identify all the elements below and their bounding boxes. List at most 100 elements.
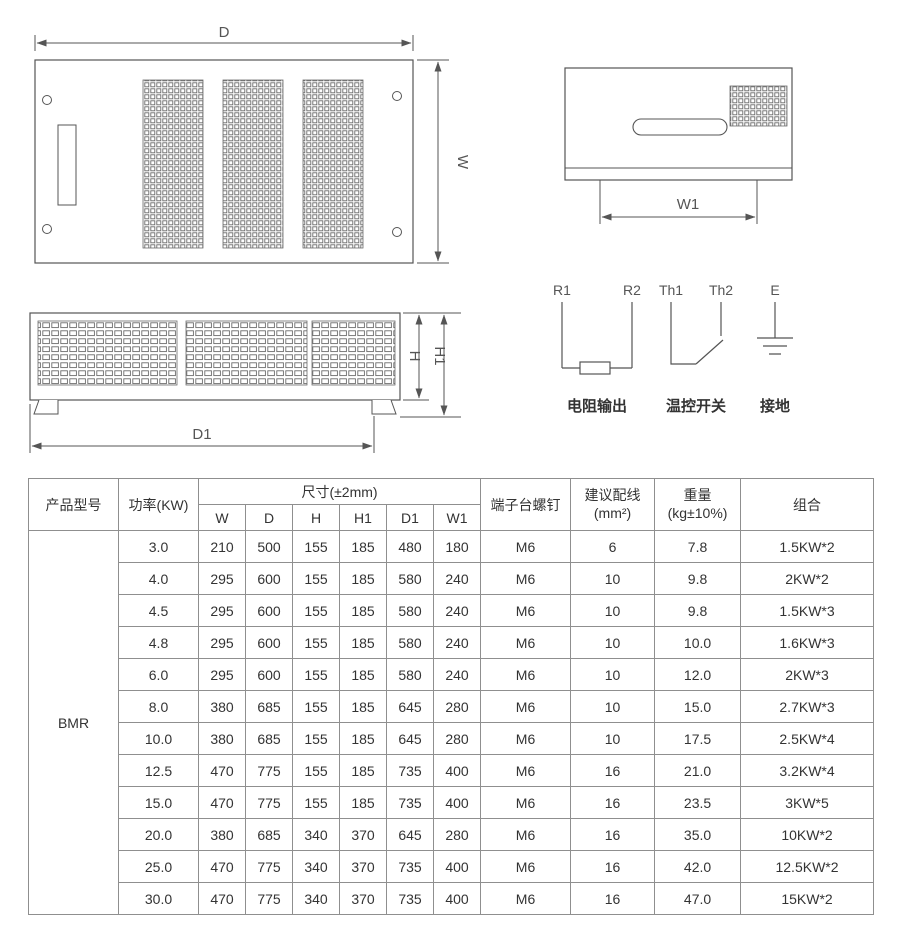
table-cell: 12.5 xyxy=(118,754,199,787)
header-model: 产品型号 xyxy=(28,478,119,531)
mounting-hole xyxy=(42,224,52,234)
thermostat-switch-symbol xyxy=(670,302,724,365)
table-cell: 340 xyxy=(292,882,340,915)
table-cell: 20.0 xyxy=(118,818,199,851)
header-wiring-line1: 建议配线 xyxy=(584,487,641,503)
table-cell: M6 xyxy=(480,658,572,691)
header-weight-line2: (kg±10%) xyxy=(667,504,728,521)
vent-grille xyxy=(142,79,204,249)
mounting-feet xyxy=(33,399,397,415)
table-cell: M6 xyxy=(480,562,572,595)
spec-table-section: 产品型号 功率(KW) 尺寸(±2mm) 端子台螺钉 建议配线 (mm²) 重量… xyxy=(28,478,874,915)
table-cell: 3.2KW*4 xyxy=(740,754,874,787)
table-cell: 155 xyxy=(292,530,340,563)
handle-slot xyxy=(632,118,728,136)
mounting-hole xyxy=(392,91,402,101)
table-cell: 30.0 xyxy=(118,882,199,915)
table-cell: 645 xyxy=(386,722,434,755)
vent-grille xyxy=(222,79,284,249)
table-cell: 185 xyxy=(339,722,387,755)
vent-grille xyxy=(185,320,308,386)
table-cell: 400 xyxy=(432,850,482,883)
thermo-switch-label: 温控开关 xyxy=(666,397,726,415)
dim-label-h: H xyxy=(406,351,423,362)
table-cell: 400 xyxy=(432,882,482,915)
table-cell: 370 xyxy=(339,850,387,883)
ground-label: 接地 xyxy=(760,397,790,415)
table-cell: 600 xyxy=(245,658,293,691)
ground-symbol xyxy=(757,302,793,355)
table-cell: 645 xyxy=(386,818,434,851)
table-cell: 10 xyxy=(570,594,656,627)
table-cell: 400 xyxy=(432,786,482,819)
spec-table-header: 产品型号 功率(KW) 尺寸(±2mm) 端子台螺钉 建议配线 (mm²) 重量… xyxy=(28,478,874,531)
header-power: 功率(KW) xyxy=(118,478,199,531)
table-cell: 280 xyxy=(432,722,482,755)
table-cell: 240 xyxy=(432,594,482,627)
mounting-foot xyxy=(371,399,397,415)
table-cell: 4.5 xyxy=(118,594,199,627)
table-cell: 580 xyxy=(386,562,434,595)
table-cell: 6.0 xyxy=(118,658,199,691)
dimension-d-lines xyxy=(34,35,414,51)
table-cell: 280 xyxy=(432,818,482,851)
table-cell: 17.5 xyxy=(654,722,742,755)
table-cell: 25.0 xyxy=(118,850,199,883)
dim-label-d: D xyxy=(219,24,230,41)
table-cell: 185 xyxy=(339,626,387,659)
table-cell: 280 xyxy=(432,690,482,723)
top-view-drawing: D W xyxy=(18,16,471,286)
table-cell: 10 xyxy=(570,562,656,595)
table-cell: 155 xyxy=(292,690,340,723)
table-cell: M6 xyxy=(480,754,572,787)
vent-grille-end xyxy=(729,85,788,127)
table-cell: 47.0 xyxy=(654,882,742,915)
table-cell: 380 xyxy=(198,722,246,755)
table-cell: 15.0 xyxy=(118,786,199,819)
table-cell: M6 xyxy=(480,690,572,723)
table-cell: 775 xyxy=(245,786,293,819)
mounting-hole xyxy=(42,95,52,105)
table-cell: 580 xyxy=(386,626,434,659)
table-cell: 4.0 xyxy=(118,562,199,595)
header-row-2: W D H H1 D1 W1 xyxy=(29,504,874,531)
table-cell: 155 xyxy=(292,626,340,659)
terminal-r1-label: R1 xyxy=(553,282,571,298)
table-cell: 295 xyxy=(198,594,246,627)
table-cell: 3.0 xyxy=(118,530,199,563)
table-cell: 155 xyxy=(292,562,340,595)
terminal-r2-label: R2 xyxy=(623,282,641,298)
table-cell: 600 xyxy=(245,594,293,627)
table-cell: 9.8 xyxy=(654,594,742,627)
table-cell: 185 xyxy=(339,594,387,627)
table-cell: 685 xyxy=(245,690,293,723)
dimension-w1-lines xyxy=(599,180,758,224)
dim-label-w: W xyxy=(454,155,468,170)
table-cell: 470 xyxy=(198,850,246,883)
table-cell: 15KW*2 xyxy=(740,882,874,915)
terminal-th2-label: Th2 xyxy=(709,282,733,298)
dimension-h-lines xyxy=(403,312,461,401)
header-weight-line1: 重量 xyxy=(683,487,712,503)
table-cell: M6 xyxy=(480,530,572,563)
table-cell: 16 xyxy=(570,850,656,883)
spec-table: 产品型号 功率(KW) 尺寸(±2mm) 端子台螺钉 建议配线 (mm²) 重量… xyxy=(28,478,874,915)
table-cell: 3KW*5 xyxy=(740,786,874,819)
table-cell: 42.0 xyxy=(654,850,742,883)
table-cell: 35.0 xyxy=(654,818,742,851)
table-cell: 185 xyxy=(339,658,387,691)
table-cell: 155 xyxy=(292,754,340,787)
table-cell: 8.0 xyxy=(118,690,199,723)
table-cell: 240 xyxy=(432,626,482,659)
table-cell: 185 xyxy=(339,690,387,723)
table-cell: 500 xyxy=(245,530,293,563)
table-cell: 340 xyxy=(292,818,340,851)
table-cell: 295 xyxy=(198,562,246,595)
